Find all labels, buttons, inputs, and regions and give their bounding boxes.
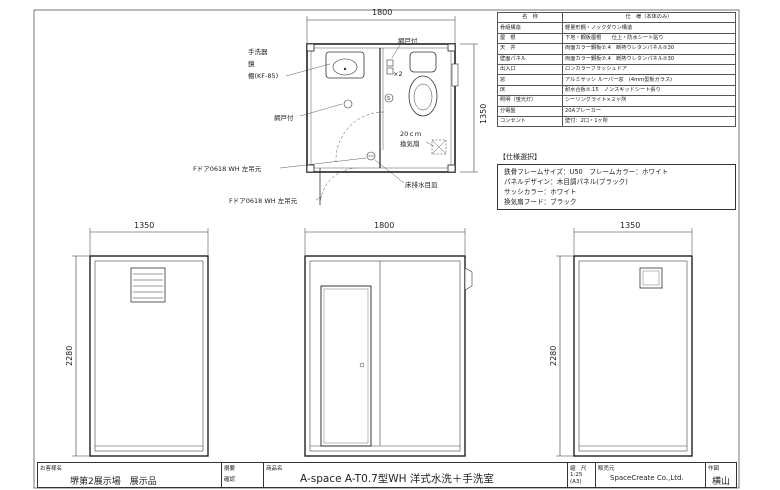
- scale-value: 1:25: [570, 472, 583, 478]
- note-caption-2: 確認: [224, 477, 236, 483]
- author-cell: 作図 横山: [706, 463, 736, 487]
- spec-row-value: 軽量形鋼・ノックダウン構造: [562, 22, 736, 34]
- label-screen-left: 網戸付: [274, 113, 294, 122]
- customer-cell: お客様名 堺第2展示場 展示品: [38, 463, 222, 487]
- right-width-dim: 1350: [620, 221, 640, 230]
- spec-row-name: コンセント: [497, 115, 563, 128]
- toilet-bowl-icon: [408, 75, 438, 117]
- spec-row-name: 分電盤: [497, 105, 563, 117]
- toilet-tank-icon: [409, 51, 437, 73]
- selection-line: 換気扇フード：ブラック: [504, 198, 577, 206]
- selection-box: 鉄骨フレームサイズ：U50 フレームカラー：ホワイト パネルデザイン：木目調パネ…: [497, 164, 736, 210]
- washbasin-icon: [325, 51, 365, 79]
- maker-caption: 販売元: [598, 466, 615, 472]
- door-swing-left: [319, 167, 357, 206]
- fan-hood-square: [639, 267, 663, 289]
- spec-row-value: 両面カラー鋼板⑦.4 断熱ウレタンパネル⑦30: [562, 53, 736, 65]
- product-name: A-space A-T0.7型WH 洋式水洗＋手洗室: [300, 473, 494, 485]
- door-knob-icon: [359, 362, 365, 368]
- spec-row-name: 屋 根: [497, 32, 563, 45]
- spec-row-name: 出入口: [497, 63, 563, 76]
- right-height-dim: 2280: [549, 346, 558, 366]
- hook-icon: [343, 99, 353, 109]
- left-width-dim: 1350: [134, 221, 154, 230]
- customer-caption: お客様名: [40, 466, 63, 472]
- spec-row-name: 窓: [497, 74, 563, 86]
- marker-circle: [384, 93, 394, 103]
- spec-row-name: 壁面パネル: [497, 53, 563, 65]
- label-screen-top: 網戸付: [398, 36, 418, 45]
- plan-depth-dim: 1350: [479, 104, 488, 124]
- product-cell: 商品名 A-space A-T0.7型WH 洋式水洗＋手洗室: [264, 463, 568, 487]
- selection-line: パネルデザイン：木目調パネル(ブラック): [504, 178, 628, 186]
- door-swing-center: [335, 111, 385, 163]
- spec-row-value: 両面カラー鋼板⑦.4 断熱ウレタンパネル⑦30: [562, 43, 736, 55]
- author-caption: 作図: [708, 466, 720, 472]
- floor-plan: 1800 1350 ×2 S: [193, 8, 488, 206]
- label-door-1: Fドア0618 WH 左吊元: [193, 164, 262, 173]
- label-mirror: 鏡: [248, 59, 255, 68]
- selection-title: 【仕様選択】: [499, 153, 541, 161]
- vent-hood-icon: [464, 267, 473, 291]
- spec-row-value: 耐水合板⑦.15 ノンスキッドシート張り: [562, 84, 736, 97]
- paper-holder-icon: [386, 59, 394, 67]
- louver-window: [130, 267, 166, 303]
- left-height-dim: 2280: [65, 346, 74, 366]
- spec-row-value: 下地・鋼板屋根 仕上・防水シート貼り: [562, 32, 736, 45]
- maker-cell: 販売元 SpaceCreate Co.,Ltd.: [596, 463, 706, 487]
- spec-row-value: 20Aブレーカー: [562, 105, 736, 117]
- plan-width-dim: 1800: [372, 8, 392, 17]
- note-caption: 摘要: [224, 466, 236, 472]
- entry-door: [320, 285, 372, 447]
- product-caption: 商品名: [266, 466, 283, 472]
- spec-row-value: シーリングライト×２ヶ所: [562, 95, 736, 107]
- spec-row-value: 壁付：2口・1ヶ所: [562, 115, 736, 128]
- maker-name: SpaceCreate Co.,Ltd.: [610, 474, 684, 482]
- front-width-dim: 1800: [374, 221, 394, 230]
- spec-header-spec: 仕 様（本体のみ）: [562, 11, 736, 24]
- spec-row-name: 床: [497, 84, 563, 97]
- note-cell: 摘要 確認: [222, 463, 264, 487]
- spec-row-name: 骨組構造: [497, 22, 563, 34]
- label-door-2: Fドア0618 WH 左吊元: [229, 196, 298, 205]
- front-elevation: 1800: [304, 221, 473, 457]
- selection-line: 鉄骨フレームサイズ：U50 フレームカラー：ホワイト: [504, 168, 669, 176]
- label-shelf: 棚(KF-85): [248, 71, 278, 80]
- customer-name: 堺第2展示場 展示品: [70, 477, 157, 487]
- spec-row-value: ロンカラーフラッシュドア: [562, 63, 736, 76]
- scale-caption: 縮 尺: [570, 466, 587, 472]
- fan-icon: [431, 139, 447, 155]
- floor-drain-icon: [366, 151, 376, 161]
- left-elevation: 1350 2280: [65, 221, 209, 457]
- label-washbasin: 手洗器: [248, 47, 268, 56]
- right-elevation: 1350 2280: [549, 221, 693, 457]
- spec-row-value: アルミサッシ ルーバー窓 (4mm型板ガラス): [562, 74, 736, 86]
- spec-row-name: 天 井: [497, 43, 563, 55]
- spec-header-name: 名 称: [497, 11, 563, 24]
- title-block: お客様名 堺第2展示場 展示品 摘要 確認 商品名 A-space A-T0.7…: [37, 462, 737, 488]
- marker-letter: S: [387, 96, 390, 102]
- author-name: 横山: [712, 477, 731, 487]
- paper-holder-count: ×2: [393, 70, 403, 78]
- scale-paper: (A3): [570, 479, 582, 485]
- label-floor-drain: 床排水目皿: [405, 180, 438, 189]
- label-fan-line1: 20ｃｍ: [400, 130, 422, 138]
- label-fan-line2: 換気扇: [400, 139, 420, 148]
- scale-cell: 縮 尺 1:25 (A3): [568, 463, 596, 487]
- selection-line: サッシカラー：ホワイト: [504, 188, 577, 196]
- spec-table: 名 称 仕 様（本体のみ） 骨組構造軽量形鋼・ノックダウン構造 屋 根下地・鋼板…: [497, 11, 736, 128]
- spec-row-name: 照明（蛍光灯）: [497, 95, 563, 107]
